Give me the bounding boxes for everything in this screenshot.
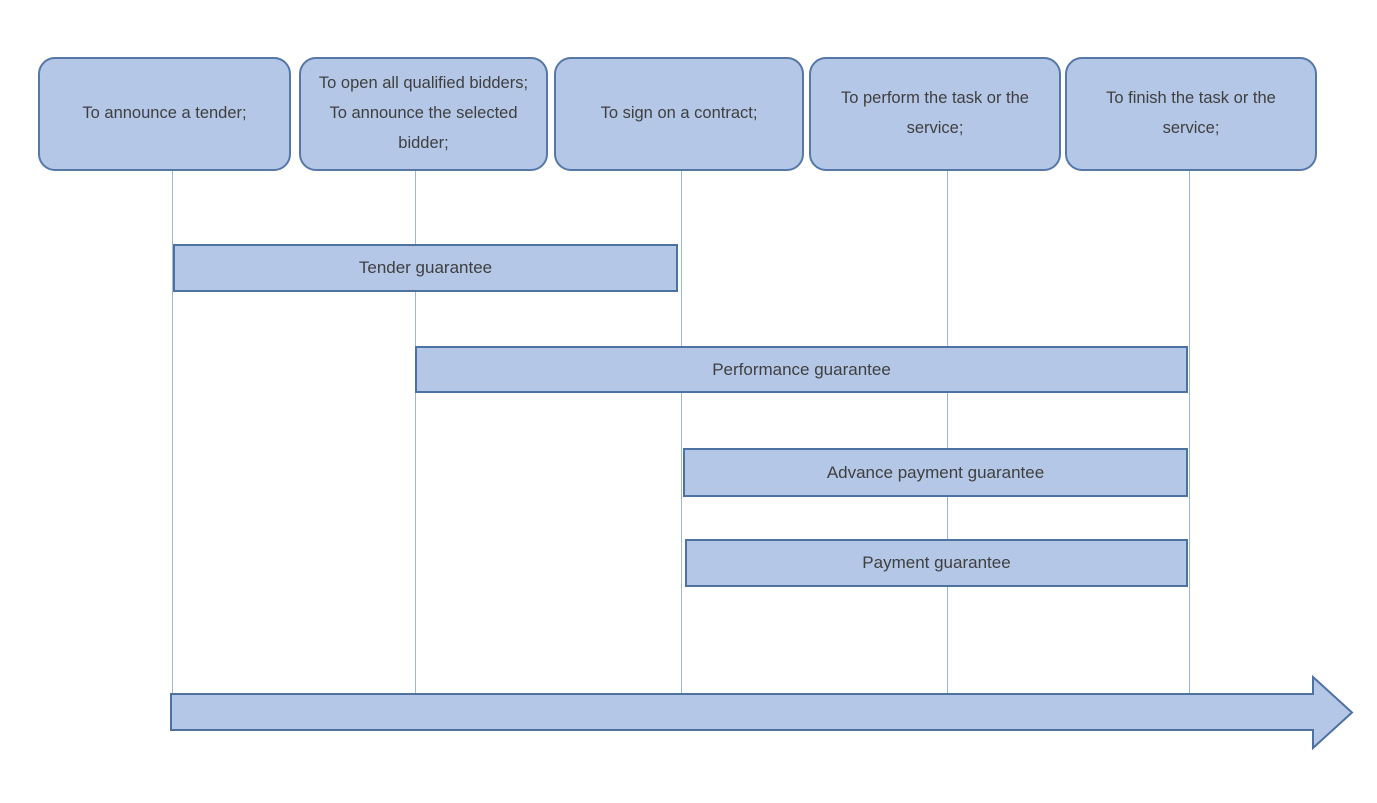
stage-label: To open all qualified bidders; To announ… bbox=[318, 74, 529, 152]
stage-box-open-bidders: To open all qualified bidders; To announ… bbox=[299, 57, 548, 171]
stage-guide-line-4 bbox=[947, 171, 949, 694]
stage-guide-line-3 bbox=[681, 171, 683, 694]
stage-guide-line-5 bbox=[1189, 171, 1191, 694]
stage-guide-line-2 bbox=[415, 171, 417, 694]
guarantee-bar-payment: Payment guarantee bbox=[685, 539, 1188, 587]
stage-guide-line-1 bbox=[172, 171, 174, 694]
guarantee-label: Payment guarantee bbox=[862, 553, 1011, 572]
stage-label: To perform the task or the service; bbox=[840, 89, 1029, 137]
stage-box-finish-task: To finish the task or the service; bbox=[1065, 57, 1317, 171]
guarantee-label: Tender guarantee bbox=[358, 258, 493, 277]
guarantee-label: Advance payment guarantee bbox=[826, 462, 1045, 482]
stage-label: To announce a tender; bbox=[82, 104, 247, 123]
guarantee-bar-tender: Tender guarantee bbox=[173, 244, 678, 292]
guarantee-bar-performance: Performance guarantee bbox=[415, 346, 1188, 393]
stage-label: To finish the task or the service; bbox=[1106, 89, 1276, 137]
guarantee-label: Performance guarantee bbox=[712, 359, 891, 379]
guarantee-bar-advance-payment: Advance payment guarantee bbox=[683, 448, 1188, 497]
stage-label: To sign on a contract; bbox=[600, 104, 758, 123]
stage-box-announce-tender: To announce a tender; bbox=[38, 57, 291, 171]
stage-box-sign-contract: To sign on a contract; bbox=[554, 57, 804, 171]
stage-box-perform-task: To perform the task or the service; bbox=[809, 57, 1061, 171]
